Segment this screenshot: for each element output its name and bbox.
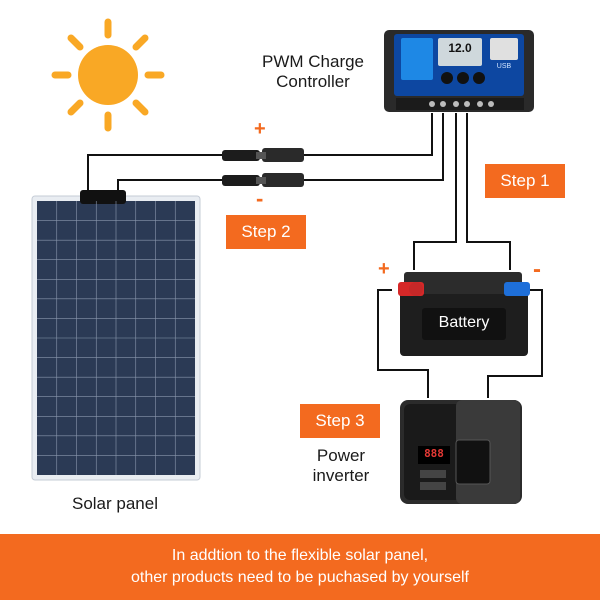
controller-title: PWM Charge Controller [238,52,388,91]
mc4-connector-negative [222,173,304,187]
banner-line2: other products need to be puchased by yo… [131,569,469,586]
battery-label: Battery [438,314,490,331]
battery-negative-terminal [504,282,530,296]
positive-sign-controller: + [254,118,266,140]
wiring [87,113,543,398]
step-2-badge: Step 2 [226,215,306,249]
inverter-title-line2: inverter [312,465,370,485]
battery-positive-terminal [398,282,424,296]
controller-usb-label: USB [496,63,512,70]
battery-positive-sign: + [378,258,390,280]
solar-panel-label: Solar panel [71,494,158,513]
controller-title-line1: PWM Charge [261,52,365,71]
solar-panel [31,190,201,481]
step-1-badge: Step 1 [485,164,565,198]
mc4-connector-positive [222,148,304,162]
controller-lcd-value: 12.0 [448,41,472,55]
inverter-title-line1: Power [316,446,366,465]
banner-line1: In addtion to the flexible solar panel, [171,547,429,564]
negative-sign-controller: - [256,186,264,211]
footer-banner: In addtion to the flexible solar panel, … [0,534,600,600]
sun-icon [51,18,165,132]
power-inverter [400,400,522,504]
battery-negative-sign: - [533,256,541,283]
battery [400,272,528,356]
controller-title-line2: Controller [276,71,350,91]
charge-controller [384,30,534,112]
step-3-badge: Step 3 [300,404,380,438]
inverter-title: Power inverter [296,446,386,485]
inverter-display: 888 [424,447,444,460]
